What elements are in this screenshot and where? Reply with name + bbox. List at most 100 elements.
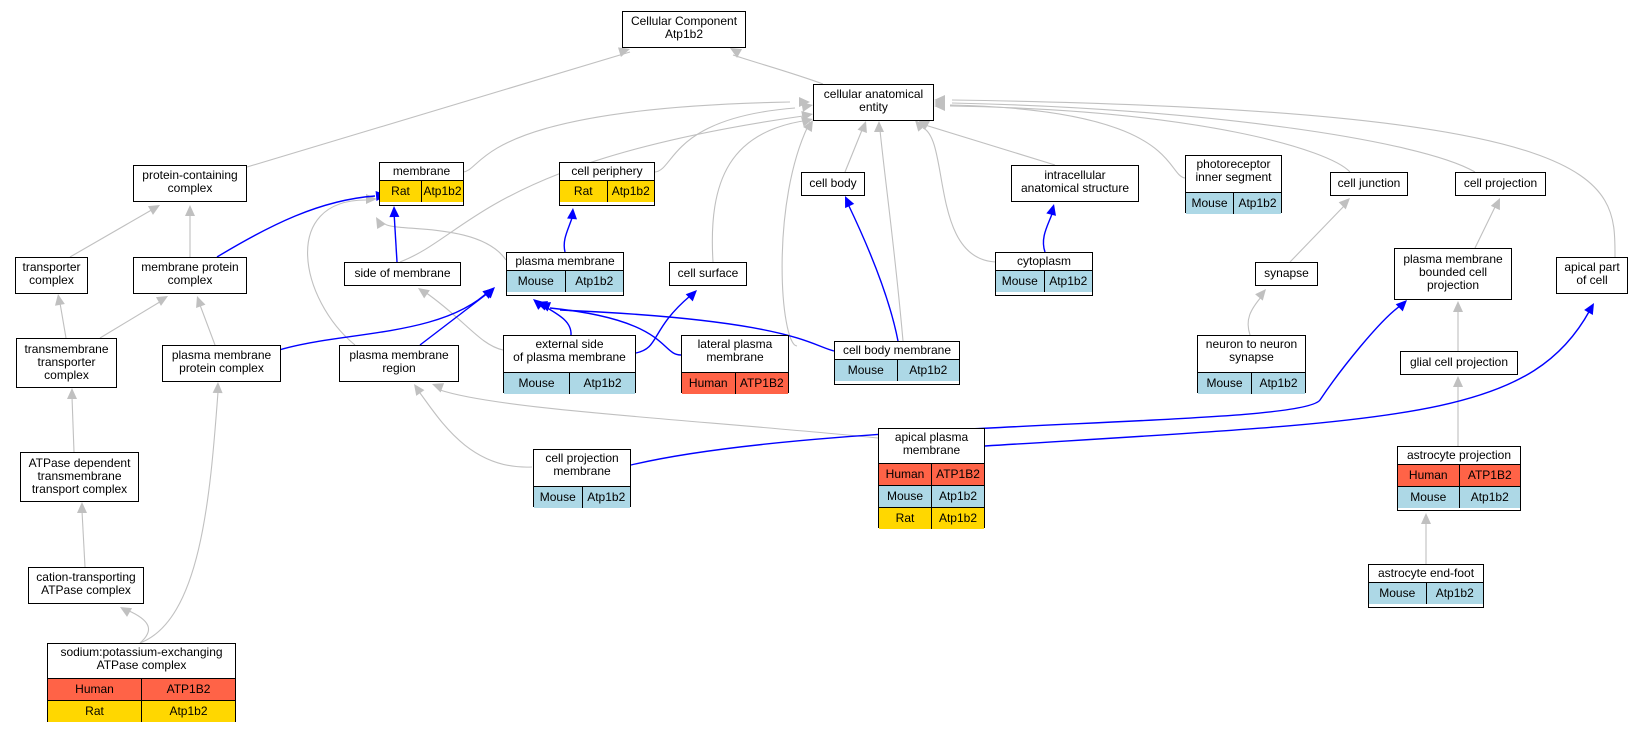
edge-cbm-cellbody-arrowhead bbox=[845, 196, 855, 209]
edge-cbm-cae-arrowhead bbox=[874, 121, 884, 132]
edge-apical-cae-arrowhead bbox=[934, 95, 945, 105]
node-membrane-protein-complex[interactable]: membrane protein complex bbox=[133, 257, 247, 294]
species-cell: Human bbox=[682, 373, 735, 394]
node-cation-transporting-atpase-complex[interactable]: cation-transporting ATPase complex bbox=[28, 567, 144, 604]
edge-extpm-surface bbox=[635, 295, 691, 354]
node-side-of-membrane[interactable]: side of membrane bbox=[344, 262, 461, 286]
edge-nak-pmpc bbox=[139, 391, 219, 644]
gene-cell: Atp1b2 bbox=[1458, 487, 1520, 508]
edge-cation-atpase bbox=[81, 510, 86, 568]
gene-cell: Atp1b2 bbox=[931, 486, 984, 507]
edge-transporter-pcc bbox=[69, 207, 156, 258]
node-cell-projection[interactable]: cell projection bbox=[1455, 172, 1546, 196]
node-cell-surface[interactable]: cell surface bbox=[669, 262, 747, 286]
edge-pmbcp-cproj-arrowhead bbox=[1490, 198, 1500, 211]
edge-surface-cae-arrowhead bbox=[801, 117, 813, 127]
edge-apm-apical-arrowhead bbox=[1584, 303, 1594, 316]
species-cell: Mouse bbox=[1186, 193, 1233, 214]
species-cell: Mouse bbox=[879, 486, 931, 507]
edge-cellbody-cae bbox=[844, 129, 863, 173]
node-plasma-membrane-bounded-cell-projection[interactable]: plasma membrane bounded cell projection bbox=[1394, 248, 1512, 300]
node-atpase-dependent-transport-complex[interactable]: ATPase dependent transmembrane transport… bbox=[20, 452, 139, 502]
edge-latpm-pm bbox=[549, 307, 682, 356]
edge-pm-membrane-arrowhead bbox=[376, 217, 386, 230]
species-cell: Rat bbox=[879, 508, 931, 529]
edge-synapse-junction-arrowhead bbox=[1338, 198, 1350, 210]
gene-cell: Atp1b2 bbox=[1425, 583, 1483, 604]
species-cell: Mouse bbox=[1398, 487, 1459, 508]
edge-extpm-surface-arrowhead bbox=[685, 290, 697, 302]
edge-ttc-transporter-arrowhead bbox=[54, 294, 65, 306]
node-plasma-membrane-protein-complex[interactable]: plasma membrane protein complex bbox=[162, 345, 281, 382]
edge-ttc-mpc-arrowhead bbox=[155, 296, 168, 306]
node-transmembrane-transporter-complex[interactable]: transmembrane transporter complex bbox=[16, 338, 117, 388]
node-protein-containing-complex[interactable]: protein-containing complex bbox=[133, 165, 247, 202]
edge-nak-cation-arrowhead bbox=[120, 607, 133, 617]
node-plasma-membrane-region[interactable]: plasma membrane region bbox=[339, 345, 459, 382]
edge-mpc-membrane bbox=[216, 195, 376, 258]
edge-som-membrane-arrowhead bbox=[389, 206, 400, 218]
edge-extpm-som-arrowhead bbox=[418, 288, 430, 299]
species-cell: Mouse bbox=[534, 487, 582, 508]
edge-cpm-pmbcp-arrowhead bbox=[1395, 300, 1407, 312]
species-cell: Mouse bbox=[1198, 373, 1251, 394]
gene-cell: ATP1B2 bbox=[734, 373, 788, 394]
gene-cell: Atp1b2 bbox=[581, 487, 630, 508]
gene-cell: Atp1b2 bbox=[1043, 271, 1092, 292]
edge-pmr-membrane-arrowhead bbox=[366, 194, 377, 204]
node-sodium-potassium-exchanging-atpase-complex[interactable]: sodium:potassium-exchanging ATPase compl… bbox=[47, 643, 236, 722]
node-apical-part-of-cell[interactable]: apical part of cell bbox=[1556, 257, 1628, 294]
edge-pmpc-mpc-arrowhead bbox=[196, 296, 206, 309]
node-cell-body[interactable]: cell body bbox=[801, 172, 865, 196]
edge-apical-cae bbox=[951, 99, 1616, 258]
gene-cell: ATP1B2 bbox=[931, 464, 984, 485]
node-cellular-anatomical-entity[interactable]: cellular anatomical entity bbox=[813, 84, 934, 121]
gene-cell: Atp1b2 bbox=[896, 360, 959, 381]
node-transporter-complex[interactable]: transporter complex bbox=[15, 257, 88, 294]
node-synapse[interactable]: synapse bbox=[1255, 262, 1318, 286]
node-cell-junction[interactable]: cell junction bbox=[1330, 172, 1408, 196]
edge-cbm-pm bbox=[559, 309, 835, 352]
edge-pm-periphery-arrowhead bbox=[567, 208, 578, 220]
species-cell: Mouse bbox=[835, 360, 897, 381]
species-cell: Mouse bbox=[996, 271, 1044, 292]
edge-cproj-cae bbox=[951, 102, 1476, 173]
edge-som-membrane bbox=[393, 211, 398, 263]
edge-cpm-pmr-arrowhead bbox=[414, 384, 425, 396]
edge-cae-root-arrowhead bbox=[730, 48, 743, 58]
edge-pmpc-mpc bbox=[199, 304, 216, 346]
gene-cell: ATP1B2 bbox=[141, 679, 235, 700]
edge-cytoplasm-ias-arrowhead bbox=[1046, 204, 1056, 216]
species-cell: Rat bbox=[380, 181, 421, 202]
species-cell: Mouse bbox=[507, 271, 565, 292]
edge-atpase-ttc-arrowhead bbox=[67, 388, 77, 399]
edge-pmpc-pm bbox=[266, 289, 491, 355]
edge-n2n-synapse-arrowhead bbox=[1255, 289, 1266, 301]
node-cellular-component-root[interactable]: Cellular Component Atp1b2 bbox=[622, 11, 746, 48]
gene-cell: Atp1b2 bbox=[569, 373, 635, 394]
species-cell: Human bbox=[48, 679, 141, 700]
gene-cell: Atp1b2 bbox=[606, 181, 654, 202]
edge-apm-apical bbox=[984, 309, 1591, 447]
edge-cbm-cellbody bbox=[847, 203, 899, 342]
node-glial-cell-projection[interactable]: glial cell projection bbox=[1400, 351, 1518, 375]
gene-cell: Atp1b2 bbox=[931, 508, 984, 529]
edge-junction-cae bbox=[949, 105, 1351, 173]
node-intracellular-anatomical-structure[interactable]: intracellular anatomical structure bbox=[1011, 165, 1139, 202]
edge-pmr-membrane bbox=[307, 199, 367, 346]
